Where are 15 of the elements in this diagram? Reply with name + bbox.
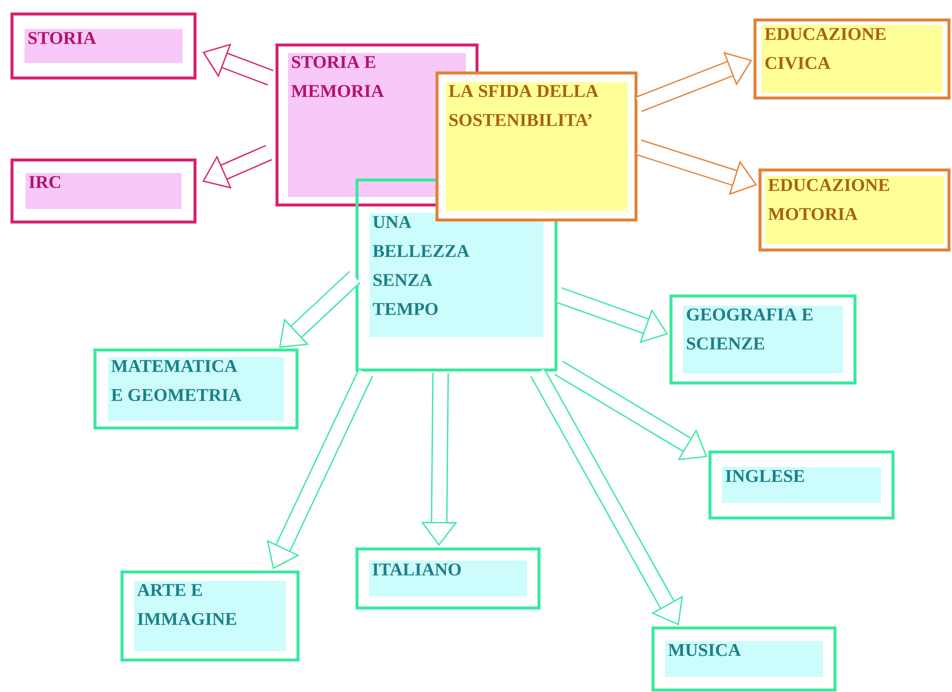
subject-box: MUSICA — [652, 626, 836, 692]
subject-box: IRC — [10, 158, 196, 224]
subject-box: MATEMATICA E GEOMETRIA — [94, 348, 298, 430]
subject-box: ITALIANO — [356, 548, 540, 610]
subject-box: INGLESE — [708, 450, 894, 520]
block-arrow — [554, 360, 708, 460]
subject-box: EDUCAZIONE MOTORIA — [758, 168, 950, 252]
subject-box: ARTE E IMMAGINE — [120, 570, 300, 662]
block-arrow — [202, 44, 274, 86]
subject-box: LA SFIDA DELLA SOSTENIBILITA’ — [436, 72, 638, 222]
subject-box: STORIA — [10, 12, 196, 80]
subject-box: GEOGRAFIA E SCIENZE — [670, 294, 856, 384]
block-arrow — [530, 368, 683, 626]
block-arrow — [279, 271, 360, 348]
subject-box: EDUCAZIONE CIVICA — [754, 18, 950, 100]
